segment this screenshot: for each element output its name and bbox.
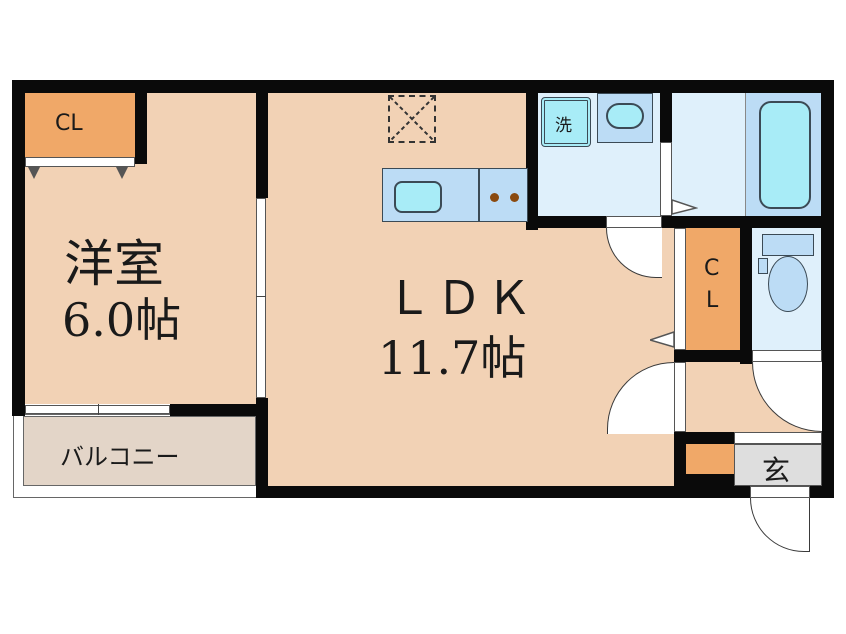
wall-cl-bottom	[674, 350, 752, 362]
western-room-size: 6.0帖	[62, 293, 182, 347]
washbasin	[606, 103, 644, 129]
wall-entrance-left	[674, 432, 686, 498]
bathtub-basin	[759, 101, 811, 209]
washer-label: 洗	[555, 116, 572, 136]
wall-western-ldk-top	[256, 80, 268, 198]
sliding-door-western-ldk[interactable]	[256, 198, 266, 398]
toilet-door-frame	[752, 350, 822, 362]
washroom-door-opening	[606, 216, 662, 228]
wall-washroom-bottom	[526, 216, 606, 228]
hall-closet-l: L	[706, 288, 719, 313]
western-room-name: 洋室	[64, 235, 164, 293]
stove-burner-right	[510, 193, 519, 202]
washroom-door[interactable]	[660, 142, 672, 216]
hall-closet-door-marker	[650, 330, 675, 348]
wall-left	[12, 80, 25, 416]
entrance-label: 玄	[762, 454, 791, 487]
hall-closet: C L	[686, 228, 740, 350]
balcony-window-divider	[98, 404, 99, 415]
counter-divider	[478, 168, 480, 222]
toilet-lever	[758, 258, 768, 274]
closet-door-marker-left	[28, 167, 40, 179]
kitchen-sink	[394, 181, 442, 213]
balcony-label: バルコニー	[60, 443, 180, 471]
wall-entrance-bottom	[686, 474, 734, 498]
wall-washroom-left	[526, 80, 538, 230]
entrance: 玄	[734, 444, 822, 487]
wall-bottom-ldk	[256, 486, 834, 498]
ldk-size: 11.7帖	[378, 331, 527, 385]
wall-entrance-top	[674, 432, 734, 444]
hall-closet-door[interactable]	[674, 228, 686, 350]
ventilation-hatch	[388, 95, 436, 143]
stove-burner-left	[490, 193, 499, 202]
washing-machine: 洗	[541, 97, 591, 147]
wall-western-ldk-bottom	[256, 398, 268, 498]
wall-washroom-right	[660, 80, 672, 142]
ldk-name: ＬＤＫ	[386, 271, 536, 325]
hall-closet-c: C	[704, 256, 720, 281]
western-closet-label: CL	[55, 111, 83, 136]
toilet-tank	[762, 234, 814, 256]
balcony: バルコニー	[23, 416, 256, 486]
entrance-step	[734, 432, 822, 444]
wall-western-bottom	[170, 404, 268, 416]
ldk-hall-door-frame	[674, 362, 686, 432]
toilet-bowl	[768, 256, 808, 312]
sliding-door-divider	[256, 296, 266, 297]
closet-door-marker-right	[116, 167, 128, 179]
wall-top	[12, 80, 834, 93]
front-door[interactable]	[750, 498, 810, 552]
bath-divider-line	[745, 93, 746, 216]
wall-cl-right	[135, 80, 147, 164]
front-door-frame	[750, 486, 810, 498]
shoe-closet	[686, 444, 734, 474]
balcony-window[interactable]	[25, 405, 170, 414]
wall-right	[821, 80, 834, 498]
wall-cl-toilet	[740, 216, 752, 364]
western-closet: CL	[25, 93, 135, 157]
western-closet-door[interactable]	[25, 157, 135, 167]
washroom-door-marker	[672, 199, 698, 215]
